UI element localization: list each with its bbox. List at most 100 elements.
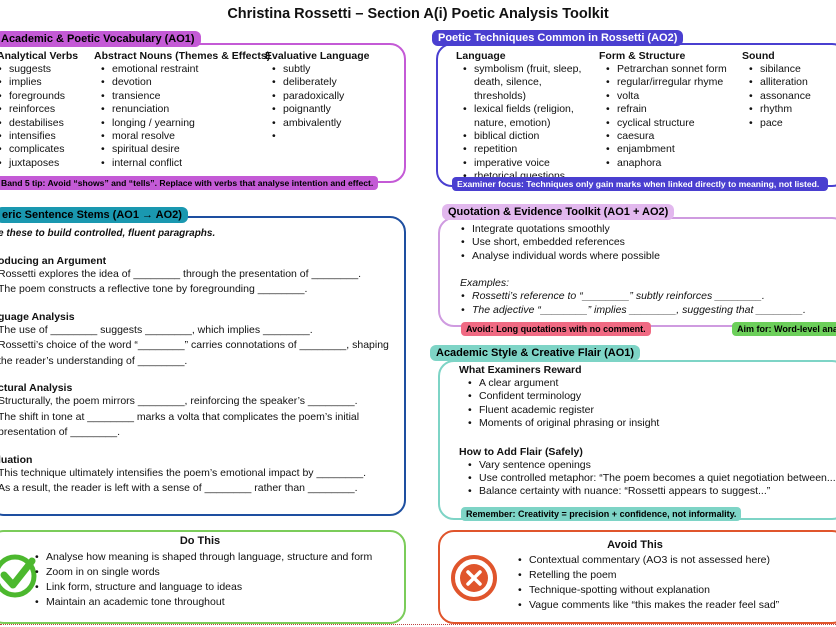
list-item: reinforces	[0, 103, 78, 117]
list-item: lexical fields (religion, nature, emotio…	[462, 103, 596, 130]
list-item: internal conflict	[100, 157, 270, 171]
stems-intro: e these to build controlled, fluent para…	[0, 228, 216, 239]
check-icon	[0, 553, 38, 599]
list-item: emotional restraint	[100, 63, 270, 77]
techniques-heading: Poetic Techniques Common in Rossetti (AO…	[432, 30, 684, 46]
list-item: Confident terminology	[467, 390, 836, 404]
page-title: Christina Rossetti – Section A(i) Poetic…	[227, 6, 609, 22]
techniques-col-form: Form & Structure Petrarchan sonnet form …	[599, 50, 727, 171]
list-item: Analyse individual words where possible	[460, 250, 836, 264]
list-item: subtly	[271, 63, 369, 77]
list-item: paradoxically	[271, 90, 369, 104]
stems-section-title: ctural Analysis	[0, 382, 73, 394]
list-item: juxtaposes	[0, 157, 78, 171]
vocab-heading: Academic & Poetic Vocabulary (AO1)	[0, 31, 201, 47]
do-panel	[0, 530, 406, 624]
list-item: suggests	[0, 63, 78, 77]
list-item: Maintain an academic tone throughout	[34, 595, 394, 610]
bottom-divider	[0, 624, 836, 625]
list-item: enjambment	[605, 143, 727, 157]
style-heading: Academic Style & Creative Flair (AO1)	[430, 345, 641, 361]
list-item: Moments of original phrasing or insight	[467, 417, 836, 431]
vocab-col-title: Analytical Verbs	[0, 50, 79, 62]
stems-heading: eric Sentence Stems (AO1 → AO2)	[0, 207, 188, 223]
list-item: cyclical structure	[605, 117, 727, 131]
style-flair-title: How to Add Flair (Safely)	[459, 445, 583, 458]
list-item: implies	[0, 76, 78, 90]
list-item: renunciation	[100, 103, 270, 117]
techniques-col-title: Form & Structure	[599, 50, 686, 62]
list-item: longing / yearning	[100, 117, 270, 131]
list-item: Integrate quotations smoothly	[460, 223, 836, 237]
stem-line: The use of ________ suggests ________, w…	[0, 323, 313, 336]
list-item: intensifies	[0, 130, 78, 144]
list-item: poignantly	[271, 103, 369, 117]
quotation-examples-label: Examples:	[460, 277, 510, 290]
list-item: pace	[748, 117, 811, 131]
list-item: assonance	[748, 90, 811, 104]
techniques-col-sound: Sound sibilance alliteration assonance r…	[742, 50, 811, 130]
list-item: biblical diction	[462, 130, 596, 144]
stems-section-title: luation	[0, 453, 33, 466]
list-item: imperative voice	[462, 157, 596, 171]
list-item: volta	[605, 90, 727, 104]
list-item: sibilance	[748, 63, 811, 77]
list-item: repetition	[462, 143, 596, 157]
techniques-col-title: Sound	[742, 50, 775, 62]
quotation-heading: Quotation & Evidence Toolkit (AO1 + AO2)	[442, 204, 675, 220]
stems-section-title: oducing an Argument	[0, 254, 107, 267]
stem-line: Rossetti explores the idea of ________ t…	[0, 267, 362, 280]
list-item: ambivalently	[271, 117, 369, 131]
avoid-panel	[438, 530, 836, 624]
vocab-col-title: Abstract Nouns (Themes & Effects)	[94, 50, 271, 62]
list-item: caesura	[605, 130, 727, 144]
quotation-tip-avoid: Avoid: Long quotations with no comment.	[461, 322, 651, 336]
list-item: moral resolve	[100, 130, 270, 144]
vocab-col-title: Evaluative Language	[265, 50, 370, 62]
list-item: transience	[100, 90, 270, 104]
list-item: Contextual commentary (AO3 is not assess…	[517, 553, 836, 568]
list-item: anaphora	[605, 157, 727, 171]
techniques-col-title: Language	[456, 50, 506, 62]
list-item: Petrarchan sonnet form	[605, 63, 727, 77]
stem-line: As a result, the reader is left with a s…	[0, 482, 358, 494]
list-item: Vary sentence openings	[467, 459, 836, 473]
quotation-tip-aim: Aim for: Word-level analysis	[732, 322, 836, 336]
stem-line: Rossetti’s choice of the word “________”…	[0, 339, 389, 351]
vocab-col-verbs: Analytical Verbs suggests implies foregr…	[0, 50, 79, 171]
stem-line: presentation of ________.	[0, 426, 121, 438]
vocab-col-evaluative: Evaluative Language subtly deliberately …	[265, 50, 370, 143]
stem-line: the reader’s understanding of ________.	[0, 354, 188, 367]
stems-content: e these to build controlled, fluent para…	[0, 226, 398, 497]
vocab-col-nouns: Abstract Nouns (Themes & Effects) emotio…	[94, 50, 271, 171]
list-item: A clear argument	[467, 377, 836, 391]
stem-line: The poem constructs a reflective tone by…	[0, 283, 308, 295]
style-content: What Examiners Reward A clear argument C…	[459, 364, 836, 499]
avoid-heading: Avoid This	[607, 539, 663, 551]
list-item: symbolism (fruit, sleep, death, silence,…	[462, 63, 596, 103]
list-item: Analyse how meaning is shaped through la…	[34, 550, 394, 565]
list-item: regular/irregular rhyme	[605, 76, 727, 90]
quotation-content: Integrate quotations smoothly Use short,…	[460, 223, 836, 317]
list-item: Use controlled metaphor: “The poem becom…	[467, 472, 836, 486]
list-item: spiritual desire	[100, 143, 270, 157]
avoid-list: Contextual commentary (AO3 is not assess…	[517, 553, 836, 613]
style-reward-title: What Examiners Reward	[459, 364, 582, 376]
list-item: Zoom in on single words	[34, 565, 394, 580]
stem-line: Structurally, the poem mirrors ________,…	[0, 395, 358, 407]
vocab-tip: Band 5 tip: Avoid “shows” and “tells”. R…	[0, 176, 379, 190]
stems-panel	[0, 216, 406, 516]
stem-line: This technique ultimately intensifies th…	[0, 466, 367, 479]
list-item: complicates	[0, 143, 78, 157]
list-item: rhythm	[748, 103, 811, 117]
list-item: Use short, embedded references	[460, 236, 836, 250]
list-item: alliteration	[748, 76, 811, 90]
list-item: deliberately	[271, 76, 369, 90]
list-item: The adjective “________” implies _______…	[460, 304, 836, 318]
list-item: Rossetti’s reference to “________” subtl…	[460, 290, 836, 304]
list-item: refrain	[605, 103, 727, 117]
list-item: devotion	[100, 76, 270, 90]
list-item: Balance certainty with nuance: “Rossetti…	[467, 485, 836, 499]
stems-section-title: guage Analysis	[0, 310, 75, 323]
do-list: Analyse how meaning is shaped through la…	[34, 550, 394, 610]
